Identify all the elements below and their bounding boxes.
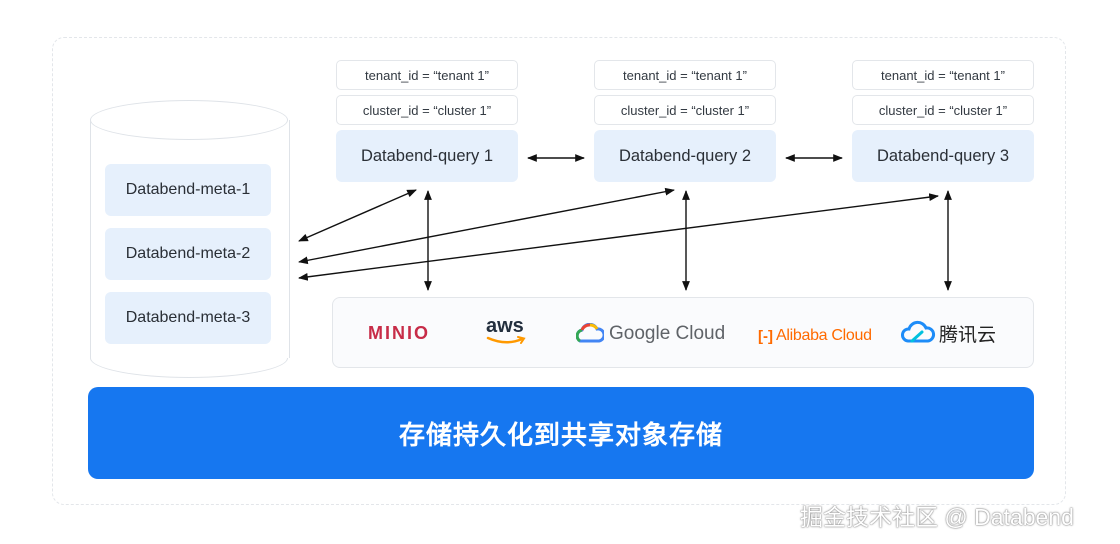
cluster-tag-3: cluster_id = “cluster 1” [852, 95, 1034, 125]
meta-node-3: Databend-meta-3 [105, 292, 271, 344]
meta-node-2: Databend-meta-2 [105, 228, 271, 280]
cluster-tag-2: cluster_id = “cluster 1” [594, 95, 776, 125]
alibaba-cloud-text: Alibaba Cloud [776, 327, 872, 344]
tenant-tag-3: tenant_id = “tenant 1” [852, 60, 1034, 90]
google-cloud-text: Google Cloud [609, 323, 726, 344]
aws-text: aws [486, 315, 524, 337]
google-cloud-logo: Google Cloud [576, 321, 725, 347]
diagram-frame [52, 37, 1066, 505]
minio-logo: MINIO [368, 322, 430, 344]
arrow-query3-meta [298, 193, 939, 281]
query-node-3: Databend-query 3 [852, 130, 1034, 182]
tencent-cloud-text: 腾讯云 [939, 324, 997, 346]
alibaba-mark-icon: [-] [758, 327, 773, 345]
aws-logo: aws [486, 316, 528, 346]
query-node-1: Databend-query 1 [336, 130, 518, 182]
tenant-tag-1: tenant_id = “tenant 1” [336, 60, 518, 90]
alibaba-cloud-logo: [-] Alibaba Cloud [758, 325, 872, 347]
aws-smile-icon [486, 336, 526, 344]
tencent-cloud-logo: 腾讯云 [900, 320, 996, 346]
arrow-query2-meta [298, 187, 675, 265]
tenant-tag-2: tenant_id = “tenant 1” [594, 60, 776, 90]
minio-text: MINIO [368, 322, 430, 343]
cluster-tag-1: cluster_id = “cluster 1” [336, 95, 518, 125]
query-node-2: Databend-query 2 [594, 130, 776, 182]
watermark: 掘金技术社区 @ Databend [800, 504, 1074, 530]
google-cloud-icon [576, 323, 604, 343]
shared-storage-banner: 存储持久化到共享对象存储 [88, 387, 1034, 479]
arrow-query1-meta [298, 189, 417, 242]
object-storage-box [332, 297, 1034, 368]
tencent-cloud-icon [901, 320, 935, 343]
meta-node-1: Databend-meta-1 [105, 164, 271, 216]
cylinder-top [90, 100, 288, 140]
